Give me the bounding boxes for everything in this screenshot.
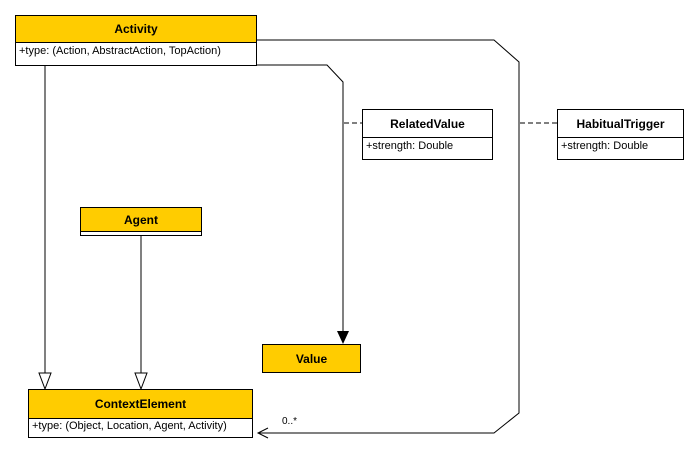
class-value[interactable]: Value [262,344,361,373]
class-contextelement-name: ContextElement [29,390,252,418]
arrowhead-context [256,427,269,439]
class-habitualtrigger-attribute: +strength: Double [558,137,683,159]
class-agent-name: Agent [81,208,201,231]
class-value-name: Value [263,345,360,372]
generalization-activity-to-context [38,66,52,391]
association-activity-to-context [257,39,520,434]
class-relatedvalue-attribute: +strength: Double [363,137,492,159]
arrowhead-value [337,331,349,344]
class-agent-divider [81,231,201,232]
class-activity[interactable]: Activity +type: (Action, AbstractAction,… [15,15,257,66]
class-contextelement-attribute: +type: (Object, Location, Agent, Activit… [29,418,252,437]
class-habitualtrigger[interactable]: HabitualTrigger +strength: Double [557,109,684,160]
class-agent[interactable]: Agent [80,207,202,236]
generalization-agent-to-context [134,236,148,391]
multiplicity-label: 0..* [282,416,298,427]
class-relatedvalue-name: RelatedValue [363,110,492,137]
association-activity-to-value [257,64,344,343]
class-contextelement[interactable]: ContextElement +type: (Object, Location,… [28,389,253,438]
class-activity-name: Activity [16,16,256,42]
class-relatedvalue[interactable]: RelatedValue +strength: Double [362,109,493,160]
class-activity-attribute: +type: (Action, AbstractAction, TopActio… [16,42,256,65]
class-habitualtrigger-name: HabitualTrigger [558,110,683,137]
